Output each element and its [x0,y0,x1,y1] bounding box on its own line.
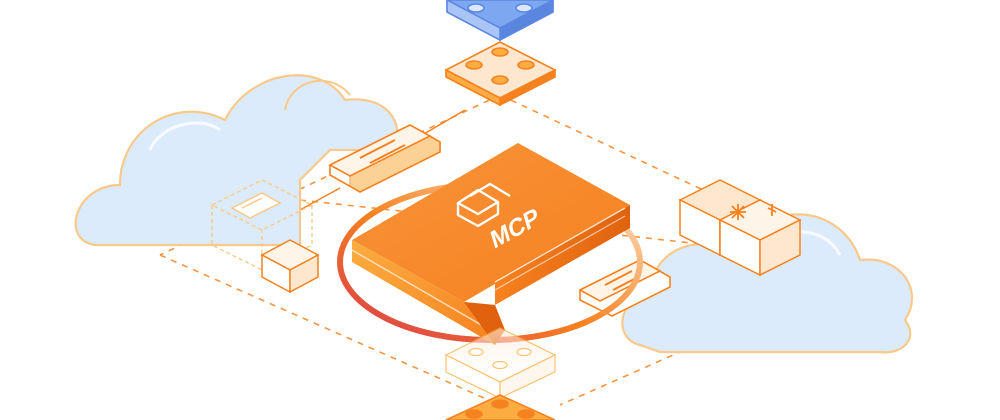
chat-bubble-icon [328,124,441,193]
lego-block-blue-icon [446,0,554,42]
lego-block-orange-icon [445,394,556,420]
sparkle-cube-icon [678,179,802,277]
mcp-book-icon [351,143,630,345]
lego-block-ghost-icon [444,327,557,399]
server-cube-icon [230,192,320,294]
lego-block-orange-icon [444,41,557,107]
cloud-left-icon [74,74,399,247]
mcp-logo-icon [456,182,511,228]
